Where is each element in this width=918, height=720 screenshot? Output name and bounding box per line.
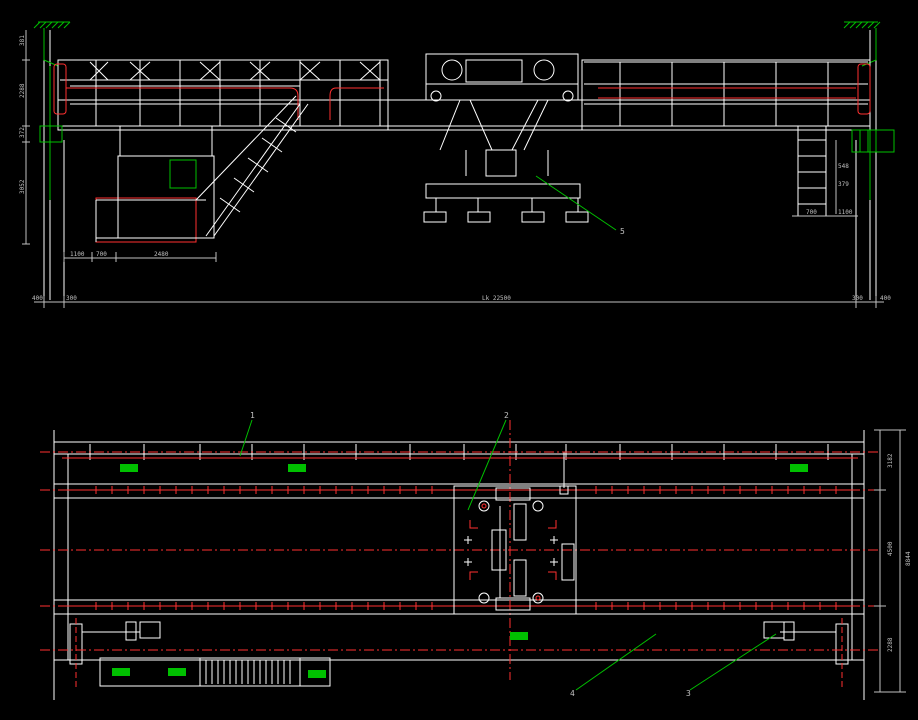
dim-700: 700 xyxy=(96,251,107,258)
dim-3052: 3052 xyxy=(19,179,26,194)
dim-381: 381 xyxy=(19,35,26,46)
end-carriage xyxy=(39,125,895,153)
dim-400l: 400 xyxy=(32,295,43,302)
lifting-beam xyxy=(423,183,589,223)
elevation-dim-texts: 381 2288 372 3052 1100 700 2480 548 379 … xyxy=(19,35,891,302)
plan-callout-texts: 1 2 4 3 xyxy=(250,411,691,698)
dim-3182: 3182 xyxy=(887,453,894,468)
bridge-drives xyxy=(69,621,849,687)
green-markers xyxy=(112,464,808,678)
span-label: Lk 22500 xyxy=(482,295,511,302)
girder-hidden-lines xyxy=(40,420,880,680)
dim-372: 372 xyxy=(19,127,26,138)
dim-8844: 8844 xyxy=(905,551,912,566)
wall-hatch xyxy=(33,21,881,200)
trolley xyxy=(425,53,579,177)
dim-2288p: 2288 xyxy=(887,637,894,652)
elevation-dimensions xyxy=(22,30,884,308)
trolley-plan-hidden xyxy=(469,503,557,601)
plan-dim-texts: 3182 4500 2288 8844 xyxy=(887,453,912,652)
trolley-plan xyxy=(453,452,577,615)
runway-columns xyxy=(43,30,877,300)
callout-3: 3 xyxy=(686,689,691,698)
operator-cab xyxy=(95,126,215,242)
callout-2: 2 xyxy=(504,411,509,420)
plan-view: 3182 4500 2288 8844 1 2 4 3 xyxy=(40,411,912,700)
dim-548: 548 xyxy=(838,163,849,170)
drive-hidden xyxy=(40,451,880,690)
dim-379: 379 xyxy=(838,181,849,188)
dim-4500: 4500 xyxy=(887,541,894,556)
walkway-railing-right xyxy=(584,61,868,126)
plan-callouts xyxy=(239,419,777,691)
hidden-outlines xyxy=(53,63,871,243)
cab-platform-grid xyxy=(205,660,291,684)
callout-1: 1 xyxy=(250,411,255,420)
dim-1100: 1100 xyxy=(70,251,85,258)
dim-300l: 300 xyxy=(66,295,77,302)
dim-2288: 2288 xyxy=(19,83,26,98)
callout-5: 5 xyxy=(535,175,625,236)
callout-4: 4 xyxy=(570,689,575,698)
dim-300r: 300 xyxy=(852,295,863,302)
dim-700r: 700 xyxy=(806,209,817,216)
callout-5-label: 5 xyxy=(620,227,625,236)
plan-dimensions xyxy=(874,429,906,693)
plan-frame xyxy=(53,430,865,700)
elevation-view: 381 2288 372 3052 1100 700 2480 548 379 … xyxy=(19,21,895,308)
dim-400r: 400 xyxy=(880,295,891,302)
dim-2480: 2480 xyxy=(154,251,169,258)
walkway-railing-left xyxy=(60,59,388,126)
access-stair xyxy=(195,95,827,237)
dim-1100r: 1100 xyxy=(838,209,853,216)
diaphragm-ticks xyxy=(95,486,837,610)
